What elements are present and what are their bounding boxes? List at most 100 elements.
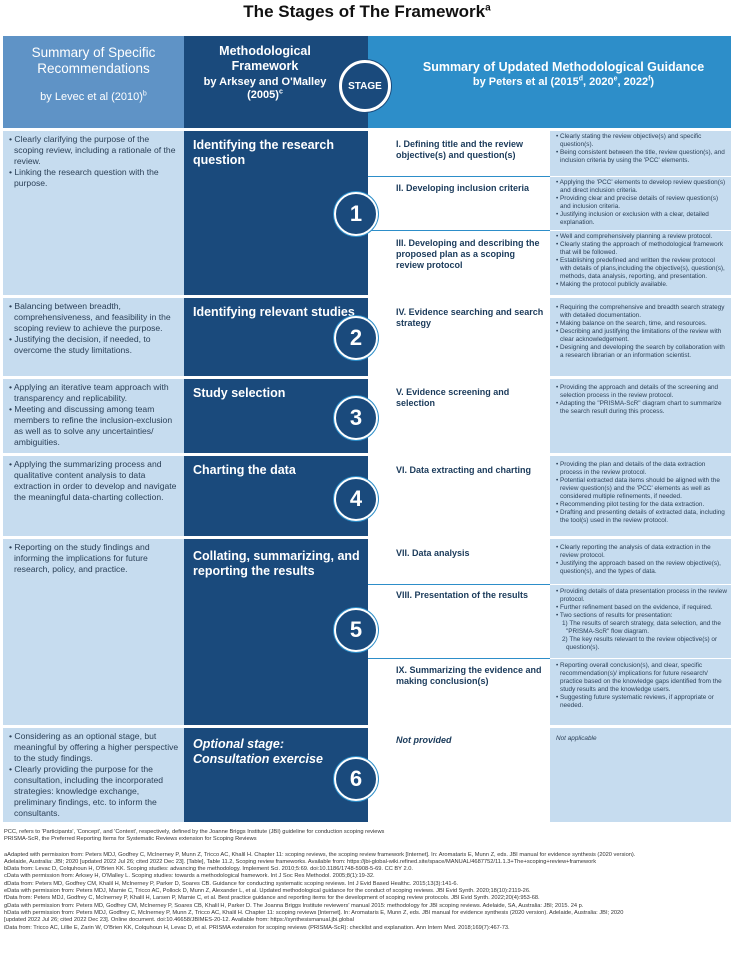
footnotes: PCC, refers to 'Participants', 'Concept'… <box>4 829 732 932</box>
stage-4-number: 4 <box>334 477 378 521</box>
guidance-bullet: • Applying the 'PCC' elements to develop… <box>556 179 726 194</box>
footnote-pcc: PCC, refers to 'Participants', 'Concept'… <box>4 829 385 835</box>
guidance-bullet: • Being consistent between the title, re… <box>556 149 725 164</box>
stage-1-number: 1 <box>334 192 378 236</box>
guidance-bullet: • Making balance on the search, time, an… <box>556 320 707 327</box>
footnote-prisma: PRISMA-ScR, the Preferred Reporting Item… <box>4 836 257 843</box>
header-framework-title: Methodological Framework <box>219 44 311 73</box>
footnote-ref: gData with permission from: Peters MD, G… <box>4 902 584 909</box>
stage-4-recommendations: • Applying the summarizing process and q… <box>3 456 184 536</box>
stage-6-number: 6 <box>334 757 378 801</box>
guidance-bullet: • Suggesting future systematic reviews, … <box>556 694 714 709</box>
stage-1-name: Identifying the research question <box>193 138 335 167</box>
guidance-detail: • Providing the plan and details of the … <box>550 456 731 536</box>
guidance-bullet: • Well and comprehensively planning a re… <box>556 233 713 240</box>
footnote-ref: [updated 2022 Jul 26; cited 2022 Dec 23]… <box>4 917 354 924</box>
guidance-bullet: • Making the protocol publicly available… <box>556 281 668 288</box>
stage-5-name: Collating, summarizing, and reporting th… <box>193 549 360 578</box>
stage-4-name: Charting the data <box>193 463 296 477</box>
footnote-ref: bData from: Levac D, Colquhoun H, O'Brie… <box>4 866 413 873</box>
guidance-bullet: • Justifying inclusion or exclusion with… <box>556 211 709 226</box>
guidance-bullet: • Drafting and presenting details of ext… <box>556 509 725 524</box>
header-recommendations-source: by Levec et al (2010)b <box>40 90 147 103</box>
guidance-heading: II. Developing inclusion criteria <box>368 177 550 230</box>
recommendation-item: • Clearly providing the purpose for the … <box>9 764 164 818</box>
header-guidance: Summary of Updated Methodological Guidan… <box>368 36 731 128</box>
guidance-bullet: • Reporting overall conclusion(s), and c… <box>556 662 722 693</box>
guidance-bullet: • Providing details of data presentation… <box>556 588 727 603</box>
stage-2-name: Identifying relevant studies <box>193 305 355 319</box>
guidance-detail: • Clearly reporting the analysis of data… <box>550 539 731 584</box>
guidance-bullet: 1) The results of search strategy, data … <box>562 620 721 635</box>
guidance-bullet: • Justifying the approach based on the r… <box>556 560 721 575</box>
stage-2-recommendations: • Balancing between breadth, comprehensi… <box>3 298 184 376</box>
guidance-heading: VII. Data analysis <box>368 539 550 584</box>
recommendation-item: • Reporting on the study findings and in… <box>9 542 150 574</box>
footnote-ref: hData with permission from: Peters MDJ, … <box>4 909 624 916</box>
stage-3-name: Study selection <box>193 386 286 400</box>
stage-3-number: 3 <box>334 396 378 440</box>
recommendation-item: • Applying an iterative team approach wi… <box>9 382 169 403</box>
footnote-ref: eData with permission from: Peters MDJ, … <box>4 888 531 895</box>
stage-5-recommendations: • Reporting on the study findings and in… <box>3 539 184 725</box>
divider <box>368 584 550 585</box>
guidance-bullet: • Describing and justifying the limitati… <box>556 328 722 343</box>
footnote-ref: aAdapted with permission from: Peters MD… <box>4 851 636 858</box>
stage-3-recommendations: • Applying an iterative team approach wi… <box>3 379 184 453</box>
guidance-bullet: • Potential extracted data items should … <box>556 477 720 500</box>
footnote-ref: iData from: Tricco AC, Lillie E, Zarin W… <box>4 924 510 931</box>
guidance-bullet: • Providing the approach and details of … <box>556 384 719 399</box>
guidance-detail: • Clearly stating the review objective(s… <box>550 131 731 176</box>
recommendation-item: • Balancing between breadth, comprehensi… <box>9 301 171 333</box>
header-guidance-source: by Peters et al (2015d, 2020e, 2022f) <box>472 75 655 88</box>
guidance-heading: V. Evidence screening and selection <box>368 379 550 453</box>
guidance-bullet: • Requiring the comprehensive and breadt… <box>556 304 725 319</box>
guidance-bullet: • Providing clear and precise details of… <box>556 195 719 210</box>
stage-6-cell: Optional stage: Consultation exercise <box>184 728 368 822</box>
recommendation-item: • Meeting and discussing among team memb… <box>9 404 173 447</box>
guidance-detail: • Applying the 'PCC' elements to develop… <box>550 177 731 230</box>
recommendation-item: • Considering as an optional stage, but … <box>9 731 179 763</box>
guidance-heading: IV. Evidence searching and search strate… <box>368 298 550 376</box>
guidance-bullet: • Clearly reporting the analysis of data… <box>556 544 711 559</box>
footnote-ref: dData from: Peters MD, Godfrey CM, Khali… <box>4 880 459 887</box>
header-guidance-title: Summary of Updated Methodological Guidan… <box>422 60 705 74</box>
header-framework-source: by Arksey and O'Malley (2005)c <box>203 76 327 101</box>
guidance-detail: • Providing details of data presentation… <box>550 585 731 658</box>
guidance-bullet: 2) The key results relevant to the revie… <box>562 636 718 651</box>
divider <box>368 230 550 231</box>
recommendation-item: • Linking the research question with the… <box>9 167 159 188</box>
recommendation-item: • Clearly clarifying the purpose of the … <box>9 134 176 166</box>
recommendation-item: • Justifying the decision, if needed, to… <box>9 334 151 355</box>
footnote-ref: Adelaide, Australia: JBI; 2020 [updated … <box>4 858 597 865</box>
guidance-heading: III. Developing and describing the propo… <box>368 231 550 295</box>
guidance-heading: Not provided <box>368 728 550 822</box>
guidance-bullet: • Providing the plan and details of the … <box>556 461 706 476</box>
guidance-bullet: • Two sections of results for presentati… <box>556 612 673 619</box>
guidance-bullet: • Establishing predefined and written th… <box>556 257 725 280</box>
guidance-detail: • Reporting overall conclusion(s), and c… <box>550 659 731 725</box>
guidance-bullet: • Recommending pilot testing for the dat… <box>556 501 705 508</box>
header-framework: Methodological Framework by Arksey and O… <box>184 36 368 128</box>
guidance-bullet: • Clearly stating the approach of method… <box>556 241 724 256</box>
guidance-heading: I. Defining title and the review objecti… <box>368 131 550 176</box>
guidance-heading: VI. Data extracting and charting <box>368 456 550 536</box>
guidance-bullet: • Further refinement based on the eviden… <box>556 604 713 611</box>
guidance-detail: • Requiring the comprehensive and breadt… <box>550 298 731 376</box>
guidance-heading: VIII. Presentation of the results <box>368 585 550 658</box>
stage-1-recommendations: • Clearly clarifying the purpose of the … <box>3 131 184 295</box>
recommendation-item: • Applying the summarizing process and q… <box>9 459 177 502</box>
guidance-detail: • Well and comprehensively planning a re… <box>550 231 731 295</box>
guidance-bullet: Not applicable <box>556 735 597 742</box>
guidance-detail: Not applicable <box>550 728 731 822</box>
stage-6-name: Optional stage: Consultation exercise <box>193 737 323 766</box>
footnote-ref: fData from: Peters MDJ, Godfrey C, McIne… <box>4 895 540 902</box>
footnote-ref: cData with permission from: Arksey H, O'… <box>4 873 375 880</box>
guidance-bullet: • Designing and developing the search by… <box>556 344 725 359</box>
guidance-bullet: • Clearly stating the review objective(s… <box>556 133 702 148</box>
framework-title: The Stages of The Frameworka <box>243 2 491 21</box>
divider <box>368 176 550 177</box>
stage-2-number: 2 <box>334 316 378 360</box>
stage-badge: STAGE <box>339 60 391 112</box>
header-recommendations-title: Summary of Specific Recommendations <box>31 45 156 76</box>
